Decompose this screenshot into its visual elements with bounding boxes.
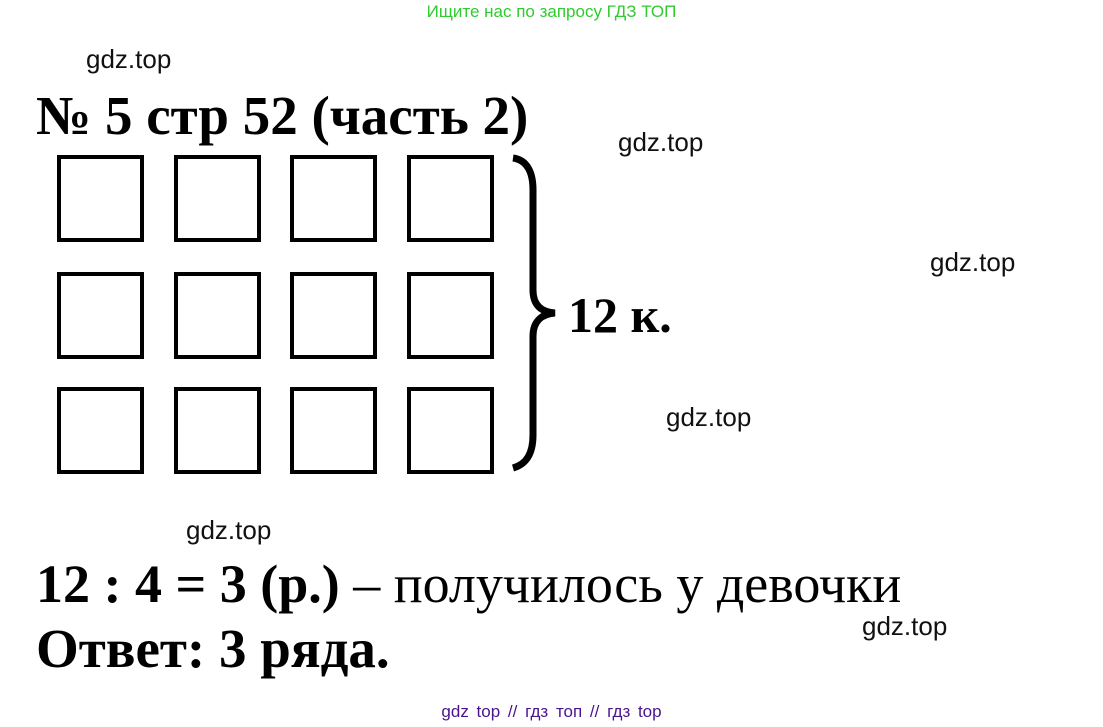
square bbox=[174, 387, 261, 474]
square bbox=[290, 155, 377, 242]
right-brace-icon bbox=[511, 154, 556, 472]
square bbox=[407, 155, 494, 242]
square bbox=[174, 155, 261, 242]
bottom-banner: gdz top // гдз топ // гдз top bbox=[441, 702, 662, 721]
watermark: gdz.top bbox=[862, 611, 948, 641]
watermark: gdz.top bbox=[86, 44, 172, 74]
squares-grid bbox=[57, 155, 497, 475]
square bbox=[407, 387, 494, 474]
square bbox=[407, 272, 494, 359]
top-banner: Ищите нас по запросу ГДЗ ТОП bbox=[426, 2, 677, 21]
equation: 12 : 4 = 3 (р.) bbox=[36, 554, 340, 614]
watermark: gdz.top bbox=[618, 127, 704, 157]
square bbox=[174, 272, 261, 359]
square bbox=[57, 387, 144, 474]
answer: Ответ: 3 ряда. bbox=[36, 618, 390, 679]
solution-line: 12 : 4 = 3 (р.) – получилось у девочки bbox=[36, 553, 901, 615]
square bbox=[290, 387, 377, 474]
square bbox=[290, 272, 377, 359]
watermark: gdz.top bbox=[930, 247, 1016, 277]
square bbox=[57, 272, 144, 359]
watermark: gdz.top bbox=[186, 515, 272, 545]
explanation: – получилось у девочки bbox=[339, 554, 902, 614]
watermark: gdz.top bbox=[666, 402, 752, 432]
exercise-title: № 5 стр 52 (часть 2) bbox=[36, 85, 529, 146]
square bbox=[57, 155, 144, 242]
brace-label: 12 к. bbox=[568, 287, 672, 343]
